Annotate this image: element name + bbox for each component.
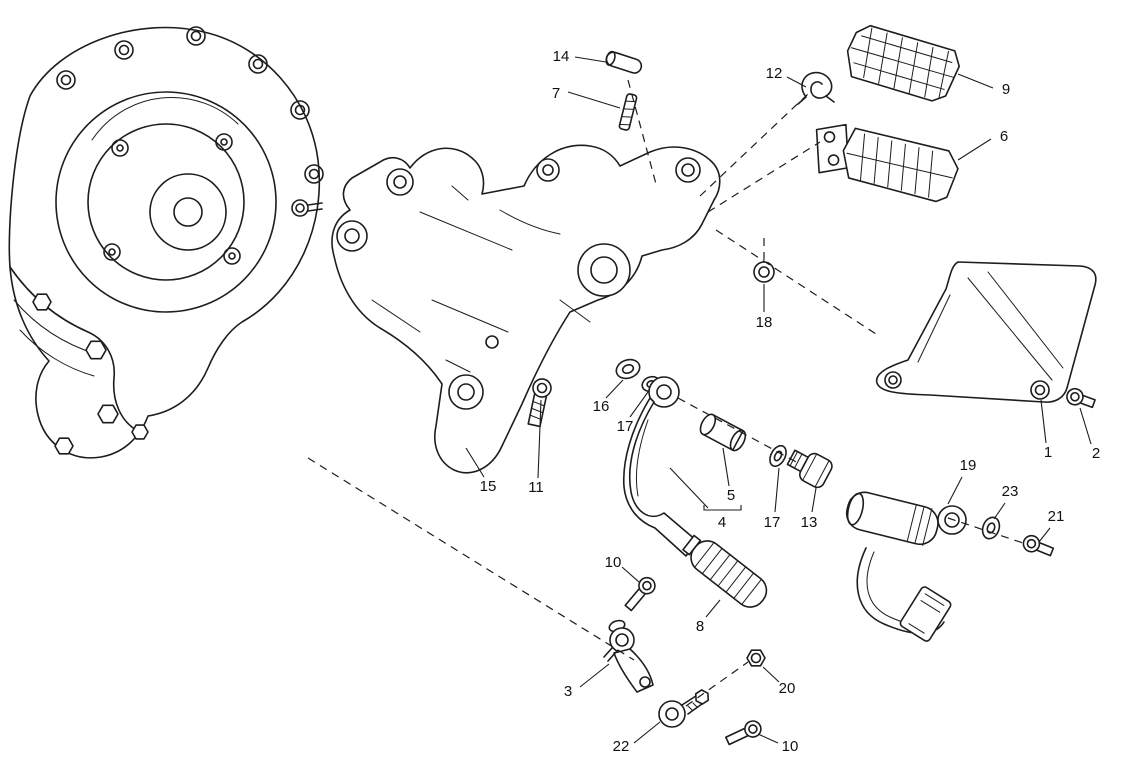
part-callout-11: 11 — [528, 479, 544, 496]
part-callout-16: 16 — [593, 398, 610, 415]
bolt-11-drawing — [527, 378, 552, 428]
part-callout-15: 15 — [480, 478, 497, 495]
callout-leader-lines — [465, 56, 1092, 744]
part-callout-21: 21 — [1048, 508, 1065, 525]
part-callout-17-upper: 17 — [617, 418, 634, 435]
part-callout-10-upper: 10 — [605, 554, 622, 571]
nut-20-drawing — [746, 649, 766, 667]
linkage-lever-3-drawing — [603, 619, 654, 693]
part-callout-18: 18 — [756, 314, 773, 331]
part-callout-6: 6 — [1000, 128, 1008, 145]
side-bolt — [291, 199, 323, 217]
bolt-10-upper-drawing — [624, 576, 656, 612]
part-callout-4: 4 — [718, 514, 726, 531]
part-callout-8: 8 — [696, 618, 704, 635]
part-callout-2: 2 — [1092, 445, 1100, 462]
washer-18-drawing — [753, 261, 775, 283]
spring-pin-7-drawing — [618, 93, 638, 131]
part-callout-1: 1 — [1044, 444, 1052, 461]
part-callout-22: 22 — [613, 738, 630, 755]
shift-rubber-8-drawing — [682, 534, 768, 608]
spacer-bushing-5-drawing — [699, 413, 747, 452]
footpeg-9-drawing — [846, 24, 960, 102]
shoulder-bolt-13-drawing — [786, 449, 833, 489]
part-callouts: 14 7 12 9 6 18 16 17 5 4 17 13 1 2 15 11… — [480, 48, 1101, 755]
bolt-2-drawing — [1066, 387, 1096, 409]
part-callout-10-lower: 10 — [782, 738, 799, 755]
perimeter-bolts — [56, 26, 324, 184]
engine-crankcase-drawing — [8, 26, 324, 459]
part-callout-7: 7 — [552, 85, 560, 102]
part-callout-3: 3 — [564, 683, 572, 700]
gear-sensor-19-drawing — [845, 491, 967, 642]
footrest-hanger-bracket-drawing — [331, 144, 721, 474]
part-callout-23: 23 — [1002, 483, 1019, 500]
part-callout-20: 20 — [779, 680, 796, 697]
bolt-10-lower-drawing — [725, 720, 762, 746]
part-callout-12: 12 — [766, 65, 783, 82]
rod-end-22-drawing — [658, 689, 710, 728]
gear-lever-4-drawing — [622, 376, 698, 557]
part-callout-14: 14 — [553, 48, 570, 65]
heel-guard-drawing — [875, 261, 1097, 403]
washer-23-drawing — [981, 516, 1001, 540]
washer-1-drawing — [1030, 380, 1050, 400]
part-callout-5: 5 — [727, 487, 735, 504]
cover-screws — [103, 133, 241, 265]
part-callout-17-lever: 17 — [764, 514, 781, 531]
clevis-pin-14-drawing — [605, 50, 643, 74]
washer-17-lever-drawing — [769, 444, 787, 468]
spring-clip-12-drawing — [797, 71, 835, 105]
bolt-21-drawing — [1022, 534, 1055, 557]
part-callout-9: 9 — [1002, 81, 1010, 98]
assembly-axis-lines — [307, 79, 1027, 707]
part-callout-19: 19 — [960, 457, 977, 474]
part-callout-13: 13 — [801, 514, 818, 531]
footpeg-6-drawing — [815, 123, 959, 203]
washer-16-drawing — [615, 358, 641, 380]
